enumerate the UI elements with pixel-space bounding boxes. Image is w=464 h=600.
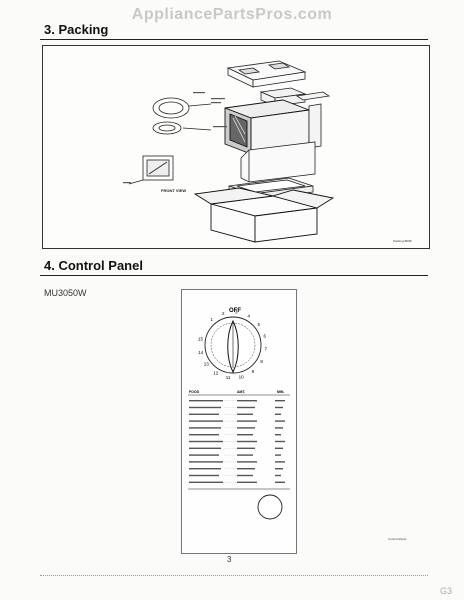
guide-row-mark [237, 481, 257, 483]
dial-number: 4 [248, 314, 251, 319]
packing-illustration: FRONT VIEW Packing-B095 [123, 60, 412, 243]
guide-row-mark [237, 406, 255, 409]
guide-row-mark [275, 440, 285, 443]
dial-number: 7 [264, 347, 267, 352]
guide-row-mark [237, 468, 255, 470]
guide-row-mark [275, 413, 281, 415]
control-panel-section-title: 4. Control Panel [44, 258, 143, 273]
guide-row-mark [237, 420, 257, 422]
guide-row-mark [237, 447, 255, 449]
dial-number: 12 [213, 371, 219, 376]
guide-row-mark [189, 434, 219, 436]
guide-row-mark [189, 406, 221, 409]
guide-row-mark [189, 420, 223, 422]
guide-row-mark [189, 474, 219, 477]
guide-row-mark [189, 468, 221, 470]
guide-row-mark [189, 461, 223, 463]
guide-row-mark [275, 434, 281, 436]
guide-row-mark [189, 447, 221, 449]
top-cushion [226, 60, 307, 88]
guide-row-mark [275, 400, 285, 402]
guide-row-mark [237, 413, 253, 415]
guide-row-mark [237, 461, 257, 463]
door-release-button[interactable] [257, 494, 283, 520]
guide-header-amt: AMT. [237, 390, 245, 394]
guide-header-food: FOOD [189, 390, 200, 394]
guide-row-mark [275, 447, 283, 449]
watermark: AppliancePartsPros.com [131, 6, 333, 23]
guide-row-mark [275, 454, 281, 456]
control-panel-code: Control-Panel [388, 537, 407, 541]
page-number: 3 [227, 555, 232, 564]
dial-off-label: OFF [229, 308, 241, 314]
dial-number: 10 [239, 375, 245, 380]
guide-row-mark [237, 440, 257, 443]
guide-row-mark [189, 440, 223, 443]
dial-number: 6 [264, 334, 267, 339]
dial-number: 13 [204, 362, 210, 367]
dial-number: 2 [222, 311, 225, 316]
packing-code: Packing-B095 [393, 239, 412, 243]
guide-header-min: MIN. [277, 390, 284, 394]
microwave-oven [224, 99, 310, 155]
guide-row-mark [275, 406, 283, 409]
front-view-label: FRONT VIEW [161, 188, 186, 193]
dial-number: 3 [235, 310, 238, 315]
guide-row-mark [275, 427, 283, 429]
guide-row-mark [189, 481, 223, 483]
dial-number: 14 [198, 350, 204, 355]
inner-sleeve [240, 141, 316, 183]
corner-mark: G3 [440, 586, 453, 596]
guide-row-mark [237, 474, 253, 477]
callout-marks [123, 92, 227, 184]
model-number: MU3050W [44, 288, 87, 298]
front-view-inset [128, 155, 174, 185]
guide-row-mark [189, 413, 219, 415]
guide-row-mark [275, 468, 283, 470]
guide-row-mark [275, 461, 285, 463]
packing-diagram: FRONT VIEW Packing-B095 [42, 45, 430, 249]
guide-row-mark [237, 427, 255, 429]
outer-carton [193, 187, 335, 243]
packing-title-rule [40, 39, 428, 40]
guide-row-mark [237, 400, 257, 402]
dial-number: 11 [226, 375, 231, 380]
guide-row-mark [189, 400, 223, 402]
dial-number: 9 [252, 369, 255, 374]
guide-row-mark [237, 454, 253, 456]
guide-row-mark [189, 427, 221, 429]
control-panel-title-rule [40, 275, 428, 276]
guide-row-mark [189, 454, 219, 456]
packing-section-title: 3. Packing [44, 22, 109, 37]
guide-row-mark [275, 474, 281, 477]
guide-row-mark [237, 434, 253, 436]
guide-row-mark [275, 420, 285, 422]
dial-number: 5 [258, 322, 261, 327]
dial-number: 1 [211, 317, 214, 322]
bottom-rule [40, 575, 428, 576]
turntable-ring [152, 97, 212, 135]
cooking-guide: FOOD AMT. MIN. [188, 390, 290, 490]
dial-number: 8 [260, 359, 263, 364]
side-foam [295, 91, 331, 149]
guide-row-mark [275, 481, 285, 483]
dial-number: 15 [198, 337, 204, 342]
